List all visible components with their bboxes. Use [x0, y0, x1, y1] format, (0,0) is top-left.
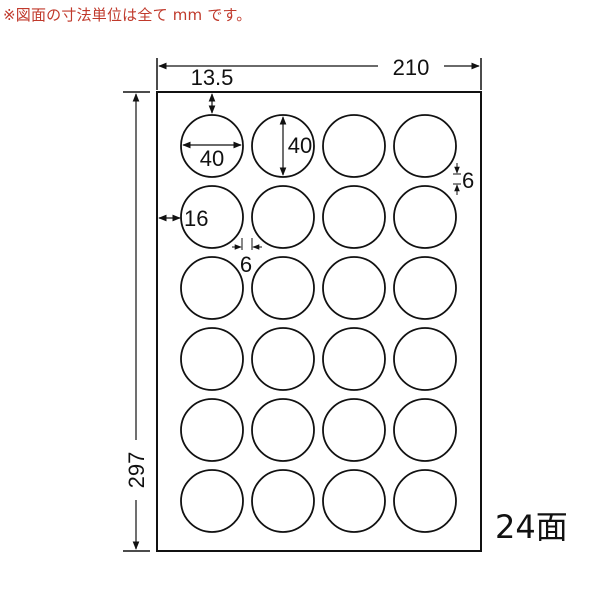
- label-count: 24面: [495, 508, 568, 546]
- sheet-outline: [156, 91, 482, 552]
- top-margin-dimension: 13.5: [191, 65, 234, 114]
- label-circle: [251, 114, 315, 178]
- width-value: 210: [393, 55, 430, 80]
- label-circle: [393, 185, 457, 249]
- label-height-dimension: 40: [279, 116, 312, 176]
- left-margin-dimension: 16: [158, 206, 208, 231]
- label-circle: [322, 327, 386, 391]
- top-margin-value: 13.5: [191, 65, 234, 90]
- label-circle: [180, 469, 244, 533]
- height-dimension: 297: [123, 91, 150, 552]
- label-circle: [251, 327, 315, 391]
- label-grid: [180, 114, 457, 533]
- label-circle: [322, 256, 386, 320]
- label-circle: [322, 469, 386, 533]
- label-height-value: 40: [288, 133, 312, 158]
- left-margin-value: 16: [184, 206, 208, 231]
- height-value: 297: [124, 452, 149, 489]
- label-circle: [180, 185, 244, 249]
- label-circle: [251, 185, 315, 249]
- label-circle: [393, 469, 457, 533]
- label-width-value: 40: [200, 146, 224, 171]
- label-circle: [180, 398, 244, 462]
- label-circle: [393, 256, 457, 320]
- label-circle: [393, 327, 457, 391]
- label-circle: [180, 114, 244, 178]
- vertical-gap-value: 6: [462, 168, 474, 193]
- label-circle: [180, 327, 244, 391]
- vertical-gap-dimension: 6: [453, 163, 474, 195]
- label-circle: [251, 469, 315, 533]
- units-note: ※図面の寸法単位は全て mm です。: [3, 6, 252, 24]
- label-circle: [393, 114, 457, 178]
- label-width-dimension: 40: [182, 141, 242, 171]
- label-circle: [322, 114, 386, 178]
- horizontal-gap-dimension: 6: [232, 238, 262, 277]
- horizontal-gap-value: 6: [240, 252, 252, 277]
- label-circle: [393, 398, 457, 462]
- label-circle: [322, 398, 386, 462]
- width-dimension: 210: [156, 55, 482, 90]
- label-circle: [322, 185, 386, 249]
- label-circle: [180, 256, 244, 320]
- label-circle: [251, 256, 315, 320]
- label-circle: [251, 398, 315, 462]
